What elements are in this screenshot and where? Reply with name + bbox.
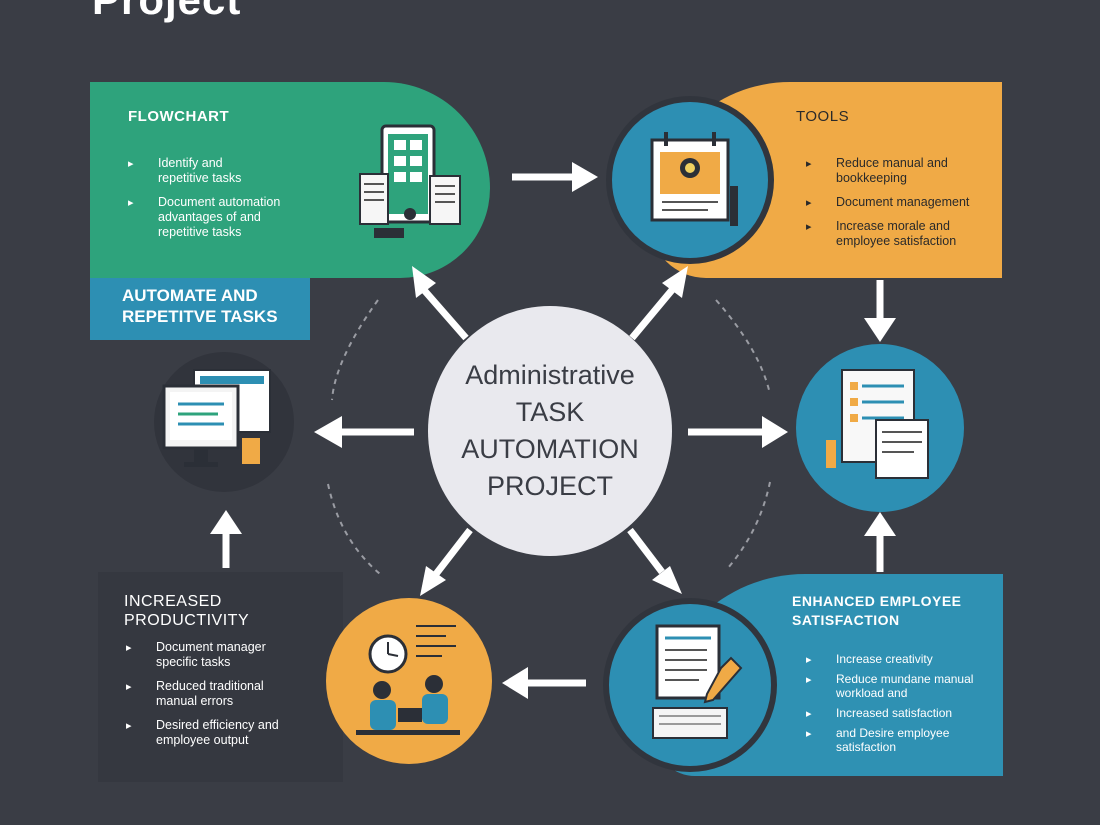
enhanced-bullet-1: Increase creativity <box>806 652 996 667</box>
automate-banner <box>90 278 310 340</box>
flowchart-bullets: Identify and repetitive tasks Document a… <box>128 156 318 249</box>
flowchart-bullet-1: Identify and repetitive tasks <box>128 156 318 186</box>
document-tools-icon <box>606 96 774 264</box>
tools-bullet-1: Reduce manual and bookkeeping <box>806 156 996 186</box>
enhanced-bullets: Increase creativity Reduce mundane manua… <box>806 652 996 760</box>
center-line-3: AUTOMATION <box>461 434 639 464</box>
center-line-4: PROJECT <box>486 471 613 501</box>
flowchart-icon <box>340 118 470 248</box>
document-stack-icon <box>796 344 964 512</box>
team-clock-icon <box>326 598 492 764</box>
page-title: Project <box>92 0 241 24</box>
tools-bullet-3: Increase morale and employee satisfactio… <box>806 219 996 249</box>
increased-title: INCREASED PRODUCTIVITY <box>124 593 250 629</box>
automate-banner-text: AUTOMATE AND REPETITVE TASKS <box>122 286 278 326</box>
increased-bullets: Document manager specific tasks Reduced … <box>126 640 326 757</box>
increased-bullet-1: Document manager specific tasks <box>126 640 326 670</box>
enhanced-bullet-3: Increased satisfaction <box>806 706 996 721</box>
center-line-1: Administrative <box>465 360 635 390</box>
enhanced-bullet-2: Reduce mundane manual workload and <box>806 672 996 700</box>
checklist-laptop-icon <box>603 598 777 772</box>
flowchart-title: FLOWCHART <box>128 108 230 125</box>
tools-bullet-2: Document management <box>806 195 996 211</box>
center-project-circle: Administrative TASK AUTOMATION PROJECT <box>428 306 672 556</box>
center-line-2: TASK <box>515 397 585 427</box>
increased-bullet-2: Reduced traditional manual errors <box>126 679 326 709</box>
tools-title: TOOLS <box>796 108 850 125</box>
tools-bullets: Reduce manual and bookkeeping Document m… <box>806 156 996 258</box>
enhanced-title: ENHANCED EMPLOYEE SATISFACTION <box>792 593 962 628</box>
monitor-icon <box>154 352 294 492</box>
increased-bullet-3: Desired efficiency and employee output <box>126 718 326 748</box>
flowchart-bullet-2: Document automation advantages of and re… <box>128 195 318 240</box>
enhanced-bullet-4: and Desire employee satisfaction <box>806 726 996 754</box>
